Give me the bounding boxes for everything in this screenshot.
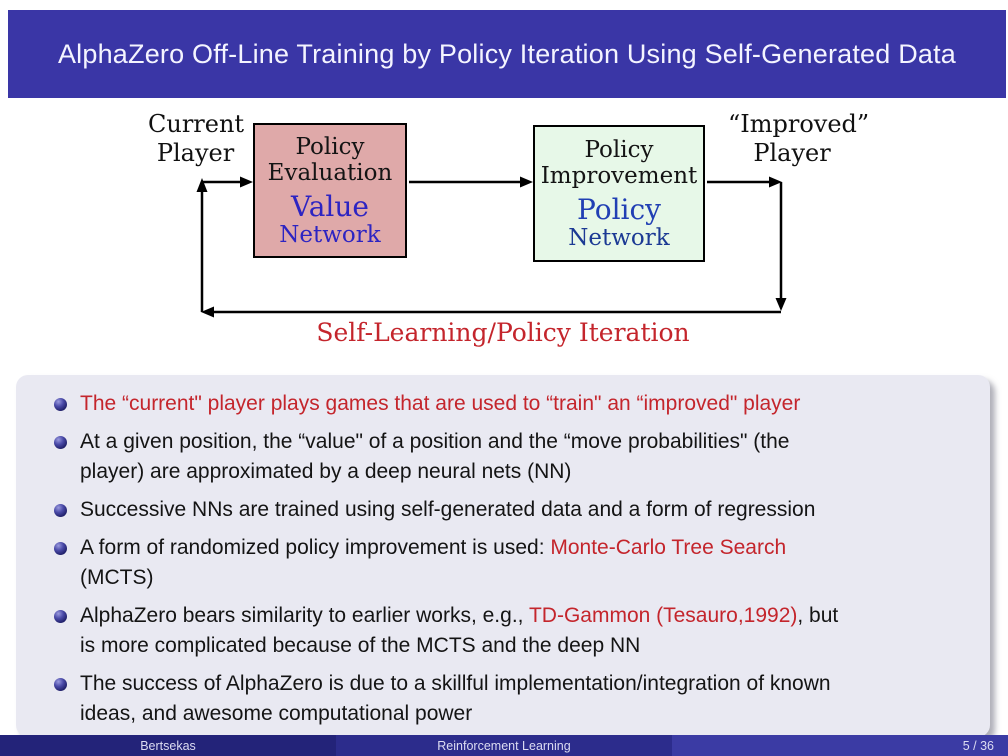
bullet-item: At a given position, the “value" of a po… — [54, 427, 980, 487]
arrowhead-up — [196, 178, 208, 192]
arrowhead-right-2 — [520, 176, 533, 188]
bullet-icon — [54, 542, 67, 555]
bullet-icon — [54, 504, 67, 517]
policy-iteration-diagram: Current Player Policy Evaluation Value N… — [0, 97, 1008, 367]
bullet-list: The “current" player plays games that ar… — [16, 375, 990, 729]
footer-page-number: 5 / 36 — [672, 735, 1008, 756]
bullet-icon — [54, 678, 67, 691]
self-learning-label: Self-Learning/Policy Iteration — [316, 318, 690, 347]
arrowhead-right-3 — [769, 176, 782, 188]
arrowhead-left — [201, 306, 214, 318]
bullet-item: Successive NNs are trained using self-ge… — [54, 495, 980, 525]
current-player-label: Current Player — [148, 110, 245, 167]
diagram-arrows — [196, 176, 787, 318]
arrowhead-down — [775, 298, 787, 311]
arrowhead-right-1 — [240, 176, 253, 188]
footline: Bertsekas Reinforcement Learning 5 / 36 — [0, 735, 1008, 756]
slide-title-bar: AlphaZero Off-Line Training by Policy It… — [8, 10, 1006, 98]
policy-improvement-box: Policy Improvement Policy Network — [533, 125, 705, 262]
bullet-icon — [54, 398, 67, 411]
bullet-icon — [54, 436, 67, 449]
policy-evaluation-box: Policy Evaluation Value Network — [253, 123, 407, 258]
footer-deck-title: Reinforcement Learning — [336, 735, 672, 756]
bullet-item: A form of randomized policy improvement … — [54, 533, 980, 593]
bullet-item: AlphaZero bears similarity to earlier wo… — [54, 601, 980, 661]
content-panel: The “current" player plays games that ar… — [16, 375, 990, 737]
bullet-item: The “current" player plays games that ar… — [54, 389, 980, 419]
improved-player-label: “Improved” Player — [728, 110, 870, 167]
bullet-item: The success of AlphaZero is due to a ski… — [54, 669, 980, 729]
footer-author: Bertsekas — [0, 735, 336, 756]
slide-title: AlphaZero Off-Line Training by Policy It… — [57, 39, 957, 69]
bullet-icon — [54, 610, 67, 623]
